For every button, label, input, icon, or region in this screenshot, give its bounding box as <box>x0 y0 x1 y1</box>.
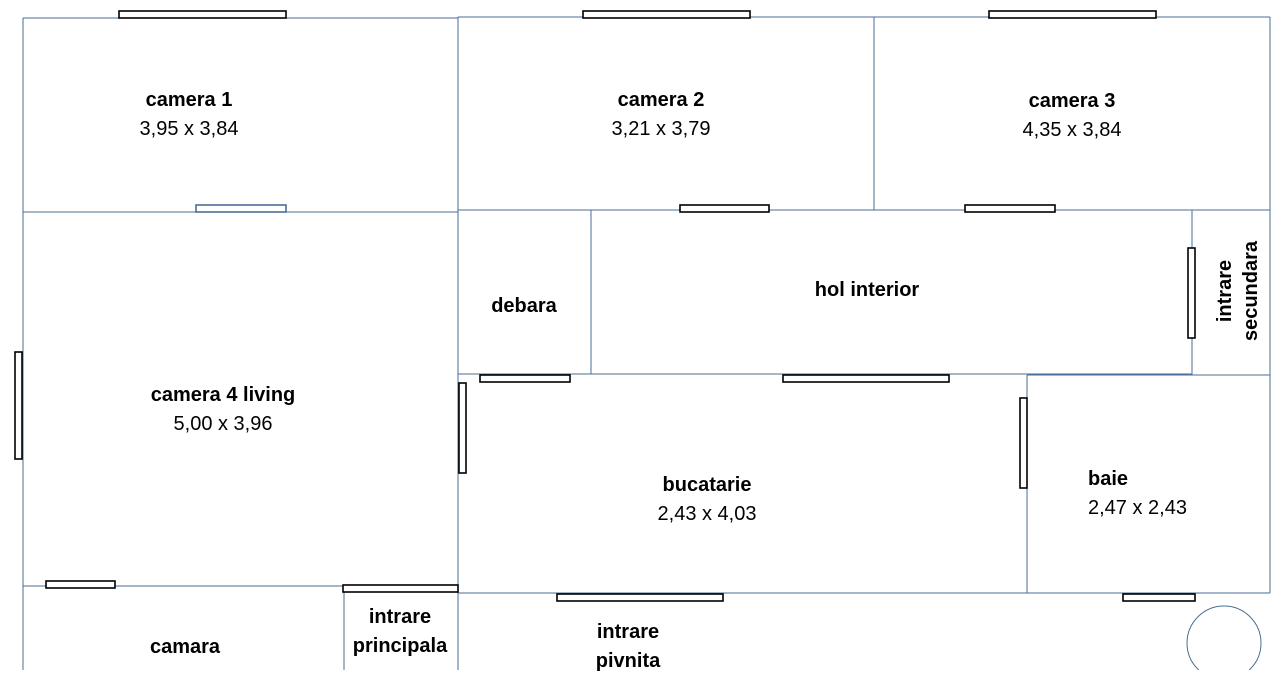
room-hol-interior: hol interior <box>815 276 919 305</box>
door-bucatarie <box>782 374 950 383</box>
room-debara: debara <box>491 292 557 321</box>
door-camera3 <box>964 204 1056 213</box>
room-name-line2: secundara <box>1240 240 1262 342</box>
window-camera1 <box>118 10 287 19</box>
window-baie <box>1122 593 1196 602</box>
room-name-line1: intrare <box>1214 259 1236 323</box>
door-living <box>458 382 467 474</box>
room-name-line2: principala <box>352 635 448 657</box>
room-camara: camara <box>150 633 220 662</box>
door-camera2 <box>679 204 770 213</box>
door-debara <box>479 374 571 383</box>
door-baie <box>1019 397 1028 489</box>
door-camera1 <box>195 204 287 213</box>
room-bucatarie: bucatarie 2,43 x 4,03 <box>658 471 757 529</box>
room-name: hol interior <box>814 279 920 301</box>
window-living <box>14 351 23 460</box>
room-intrare-principala: intrare principala <box>353 603 447 661</box>
room-camera1: camera 1 3,95 x 3,84 <box>140 86 239 144</box>
room-intrare-pivnita: intrare pivnita <box>596 618 660 676</box>
room-camera2: camera 2 3,21 x 3,79 <box>612 86 711 144</box>
openings <box>14 10 1262 670</box>
window-bucatarie <box>556 593 724 602</box>
room-name-line1: intrare <box>596 621 660 643</box>
door-camara <box>45 580 116 589</box>
window-camera2 <box>582 10 751 19</box>
room-name: debara <box>491 295 557 317</box>
window-camera3 <box>988 10 1157 19</box>
room-baie: baie 2,47 x 2,43 <box>1088 465 1187 523</box>
room-camera4-living: camera 4 living 5,00 x 3,96 <box>151 381 296 439</box>
door-secundara <box>1187 247 1196 339</box>
room-camera3: camera 3 4,35 x 3,84 <box>1023 87 1122 145</box>
room-name: bucatarie <box>662 474 752 496</box>
room-name: baie <box>1088 468 1129 490</box>
room-dims: 3,21 x 3,79 <box>611 118 711 140</box>
room-dims: 2,47 x 2,43 <box>1088 497 1187 519</box>
room-intrare-secundara: intrare secundara <box>1212 241 1264 341</box>
door-principala <box>342 584 459 593</box>
room-name: camera 2 <box>617 89 705 111</box>
round-feature <box>1186 605 1262 670</box>
room-name-line2: pivnita <box>595 650 661 672</box>
room-dims: 3,95 x 3,84 <box>139 118 239 140</box>
room-name: camera 4 living <box>150 384 296 406</box>
room-dims: 5,00 x 3,96 <box>173 413 273 435</box>
room-dims: 2,43 x 4,03 <box>657 503 757 525</box>
room-name: camera 1 <box>145 89 233 111</box>
room-name: camara <box>149 636 221 658</box>
room-name: camera 3 <box>1028 90 1116 112</box>
room-dims: 4,35 x 3,84 <box>1022 119 1122 141</box>
room-name-line1: intrare <box>368 606 432 628</box>
